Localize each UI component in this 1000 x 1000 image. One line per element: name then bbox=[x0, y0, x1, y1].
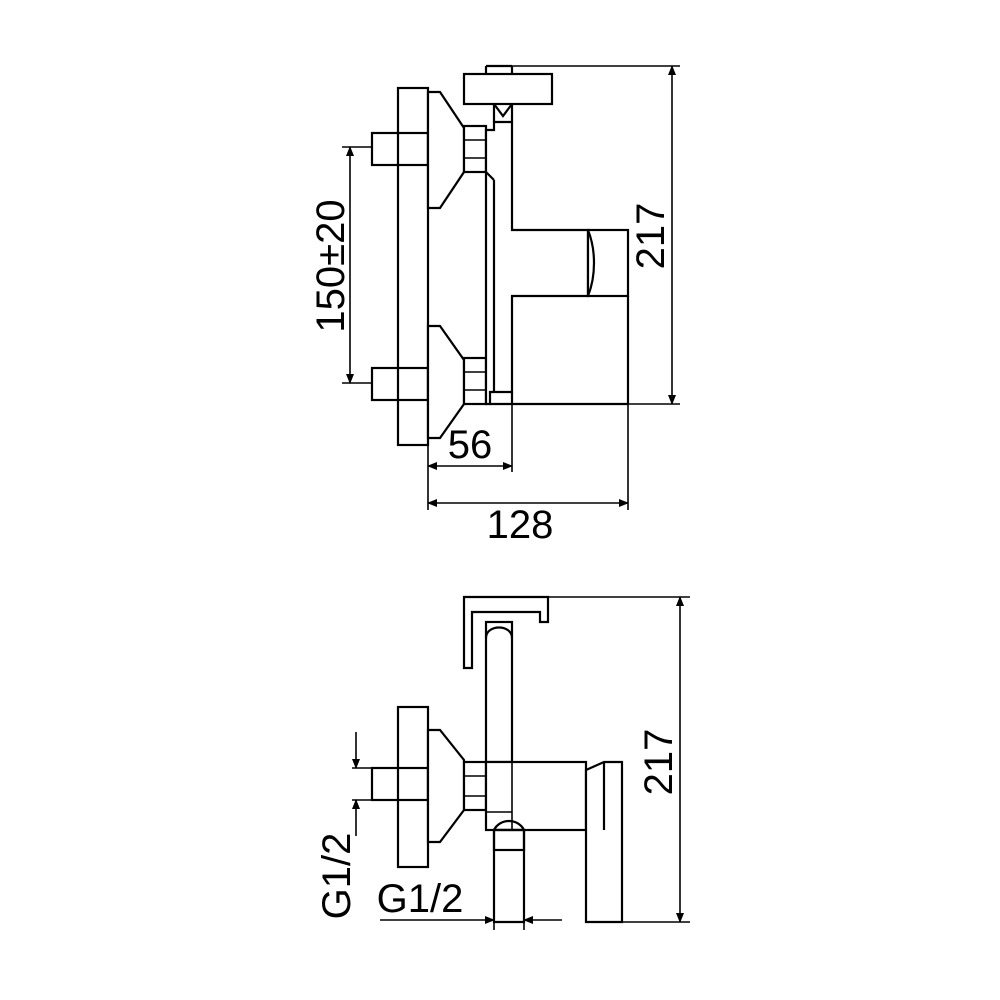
side-view: 217 G1/2 G1/2 bbox=[315, 595, 690, 930]
upper-flange bbox=[426, 90, 466, 210]
dim-label-depth-total: 128 bbox=[487, 503, 554, 547]
dim-label-depth-small: 56 bbox=[448, 423, 493, 467]
front-view: 150±20 217 56 128 bbox=[309, 64, 680, 547]
side-dim-label-thread-vertical: G1/2 bbox=[315, 833, 359, 920]
side-inlet-pipe bbox=[370, 766, 430, 802]
side-flange bbox=[426, 728, 466, 844]
side-dim-label-thread-horizontal: G1/2 bbox=[377, 877, 464, 921]
wall-section bbox=[396, 86, 430, 447]
dim-label-height-top: 217 bbox=[629, 203, 673, 270]
lower-hex-nut bbox=[462, 356, 488, 406]
side-hex-nut bbox=[462, 760, 488, 812]
side-mixer-body bbox=[484, 760, 588, 832]
mixer-body bbox=[484, 120, 590, 406]
dim-label-center-distance: 150±20 bbox=[309, 199, 353, 332]
lever-handle bbox=[462, 72, 554, 106]
upper-inlet-pipe bbox=[370, 131, 430, 167]
side-vertical-stem bbox=[484, 620, 514, 764]
side-lower-outlet bbox=[492, 828, 526, 924]
side-lever-handle bbox=[462, 595, 550, 670]
side-wall-section bbox=[396, 705, 430, 869]
upper-hex-nut bbox=[462, 124, 488, 174]
lower-inlet-pipe bbox=[370, 366, 430, 402]
side-dim-label-height: 217 bbox=[637, 729, 681, 796]
lower-flange bbox=[426, 324, 466, 440]
